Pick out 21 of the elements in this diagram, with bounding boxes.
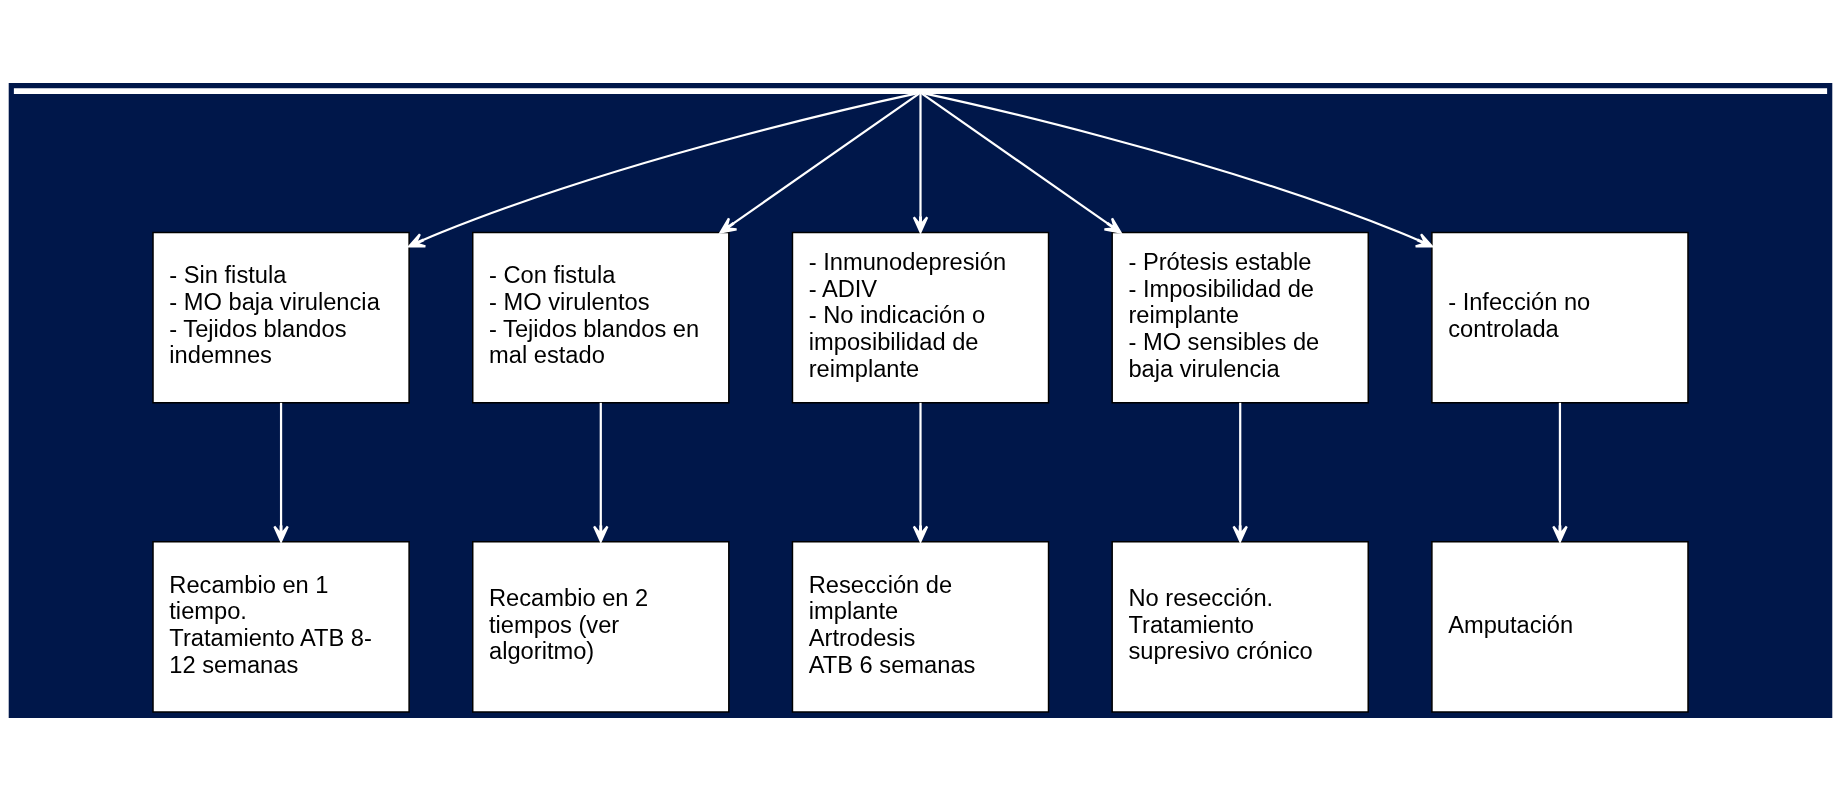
- node-box: Amputación: [1431, 541, 1689, 713]
- arrow: [273, 402, 289, 543]
- arrow: [408, 92, 918, 248]
- node-box: No resección. Tratamiento supresivo crónico: [1111, 541, 1369, 713]
- arrow: [593, 402, 609, 543]
- arrow: [1552, 402, 1568, 543]
- node-box: - Inmunodepresión - ADIV - No indicación o imposibilidad de reimplante: [791, 231, 1050, 404]
- node-box: Recambio en 2 tiempos (ver algoritmo): [472, 541, 730, 713]
- node-box: Recambio en 1 tiempo. Tratamiento ATB 8- 12 semanas: [152, 541, 410, 713]
- arrow: [912, 93, 929, 234]
- node-box: - Infección no controlada: [1431, 231, 1689, 404]
- arrow: [921, 92, 1122, 234]
- node-box: - Prótesis estable - Imposibilidad de reimplante - MO sensibles de baja virulencia: [1111, 231, 1369, 404]
- node-box: Resección de implante Artrodesis ATB 6 semanas: [791, 541, 1050, 713]
- arrow: [923, 92, 1433, 248]
- node-bar: [13, 88, 1828, 95]
- node-box: - Con fistula - MO virulentos - Tejidos blandos en mal estado: [472, 231, 730, 404]
- arrow: [1232, 402, 1248, 543]
- arrow: [719, 92, 920, 234]
- node-box: - Sin fistula - MO baja virulencia - Tejidos blandos indemnes: [152, 231, 410, 404]
- arrow: [912, 402, 929, 543]
